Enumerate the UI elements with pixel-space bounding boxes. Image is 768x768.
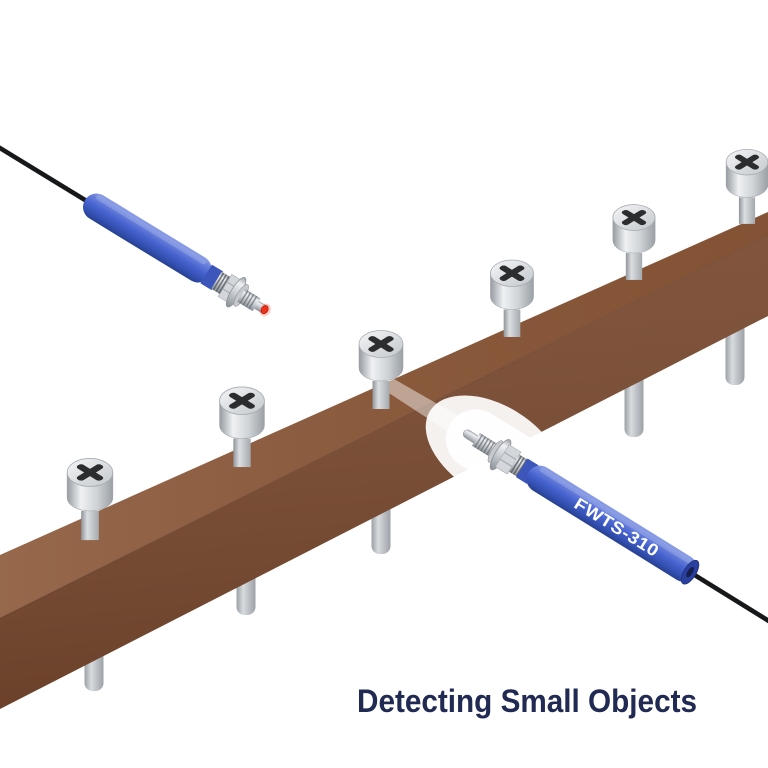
sensor-head (211, 271, 271, 317)
rail-front-top-edge (0, 234, 768, 619)
screw-shaft (725, 319, 745, 385)
sensor-body (526, 465, 698, 582)
fiber-sensor-emitter (0, 141, 271, 317)
body-highlight (539, 467, 692, 564)
body-step (515, 458, 539, 485)
sensor-head (462, 429, 528, 477)
emitter-light-tip (260, 305, 269, 315)
fiber-sensor-receiver: FWTS-310 (425, 395, 768, 629)
sensor-cable (0, 141, 93, 206)
mounting-rail (0, 212, 768, 709)
sensor-body (83, 193, 212, 283)
threaded-barrel (237, 288, 261, 312)
cable-exit-hole (686, 566, 694, 578)
body-highlight (96, 195, 207, 265)
screw (725, 148, 768, 225)
body-step (200, 264, 224, 291)
caption-title: Detecting Small Objects (357, 683, 697, 719)
sensor-cable (686, 569, 768, 629)
